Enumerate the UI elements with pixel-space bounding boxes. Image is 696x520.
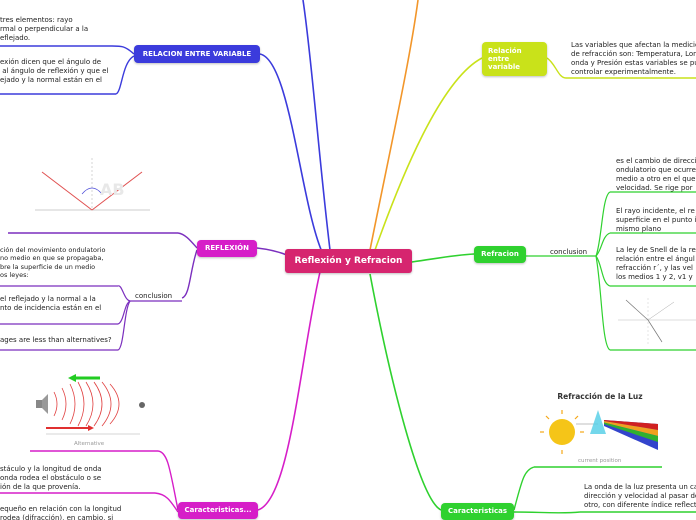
reflexion-conclusion-note-1: el reflejado y la normal a la nto de inc… xyxy=(0,295,102,313)
prism-icon xyxy=(590,410,606,434)
refraction-image-caption: current position xyxy=(578,458,622,464)
ear-icon xyxy=(139,402,145,408)
connector-reflexion-conclusion xyxy=(181,249,198,299)
connector-rev-note1 xyxy=(111,45,135,55)
caracteristicas-left-label: Caracteristicas... xyxy=(184,506,252,515)
connector-caracteristicas-right xyxy=(369,273,442,511)
speaker-icon xyxy=(36,400,42,408)
relacion-variable-right-node[interactable]: Relación entre variable xyxy=(482,42,547,76)
central-topic-node[interactable]: Reflexión y Refracion xyxy=(285,249,412,273)
caracteristicas-left-node[interactable]: Caracteristicas... xyxy=(178,502,258,519)
angle-arc-incident xyxy=(81,187,93,195)
connector-relacion-variable xyxy=(259,53,323,253)
reflexion-label: REFLEXIÓN xyxy=(204,244,249,253)
sun-icon xyxy=(549,419,575,445)
connector-caracteristicas-left xyxy=(257,271,321,511)
connector-top-orange xyxy=(369,0,419,251)
refracion-conclusion-label[interactable]: conclusion xyxy=(550,248,588,256)
reflexion-note-top: ción del movimiento ondulatorio no medio… xyxy=(0,246,106,280)
refracion-note-3: La ley de Snell de la re relación entre … xyxy=(616,246,696,282)
refracion-label: Refracion xyxy=(481,250,519,259)
car-left-note-1: stáculo y la longitud de onda onda rodea… xyxy=(0,465,102,492)
refracion-node[interactable]: Refracion xyxy=(474,246,526,263)
rv-note: Las variables que afectan la medicio de … xyxy=(571,41,696,77)
connector-conclusion-note1 xyxy=(117,285,131,302)
car-left-note-2: equeño en relación con la longitud rodea… xyxy=(0,505,122,520)
rev-note-1: tres elementos: rayo rmal o perpendicula… xyxy=(0,16,89,43)
reflexion-node[interactable]: REFLEXIÓN xyxy=(197,240,257,257)
relacion-entre-variable-node[interactable]: RELACION ENTRE VARIABLE xyxy=(134,45,260,63)
refraction-diagram-image xyxy=(618,294,696,346)
reflected-ray xyxy=(91,171,143,211)
connector-car-left-image xyxy=(157,450,179,511)
connector-ref-image xyxy=(595,255,611,351)
caracteristicas-right-node[interactable]: Caracteristicas xyxy=(441,503,514,520)
connector-conclusion-note3 xyxy=(117,300,131,351)
rev-note-2: exión dicen que el ángulo de al ángulo d… xyxy=(0,58,109,85)
reflection-diagram-image: AB xyxy=(30,150,155,215)
relacion-variable-right-label: Relación entre variable xyxy=(488,46,522,72)
central-topic-label: Reflexión y Refracion xyxy=(294,255,403,266)
refraction-of-light-image: Refracción de la Luz xyxy=(540,390,660,454)
connector-rev-note2 xyxy=(115,55,135,95)
refracion-note-2: El rayo incidente, el re superficie en e… xyxy=(616,207,696,234)
connector-top-blue xyxy=(302,0,331,251)
refraction-image-title: Refracción de la Luz xyxy=(557,392,642,401)
connector-car-right-note xyxy=(513,511,581,514)
connector-car-left-note xyxy=(154,492,179,513)
car-right-note: La onda de la luz presenta un ca direcci… xyxy=(584,483,696,510)
relacion-entre-variable-label: RELACION ENTRE VARIABLE xyxy=(142,49,252,58)
connector-reflexion-image xyxy=(177,232,198,249)
angle-arc-reflected xyxy=(91,187,103,195)
connector-ref-note2 xyxy=(595,232,611,257)
connector-ref-note1 xyxy=(595,191,611,257)
connector-car-right-image xyxy=(513,466,535,511)
diffraction-diagram-image xyxy=(30,372,155,440)
connector-refracion xyxy=(411,253,475,263)
connector-relacion-entre-variable xyxy=(374,57,483,251)
reflexion-conclusion-note-2: ages are less than alternatives? xyxy=(0,336,112,344)
reflexion-conclusion-label[interactable]: conclusion xyxy=(135,292,173,300)
refracion-note-1: es el cambio de direcci ondulatorio que … xyxy=(616,157,696,193)
watermark-letters: AB xyxy=(100,180,125,199)
diffraction-image-caption: Alternative xyxy=(74,441,105,447)
connector-conclusion-note2 xyxy=(117,300,131,325)
connector-rv-note xyxy=(546,57,567,79)
connector-ref-note3 xyxy=(595,255,611,287)
caracteristicas-right-label: Caracteristicas xyxy=(447,507,508,516)
incident-ray xyxy=(41,171,93,211)
